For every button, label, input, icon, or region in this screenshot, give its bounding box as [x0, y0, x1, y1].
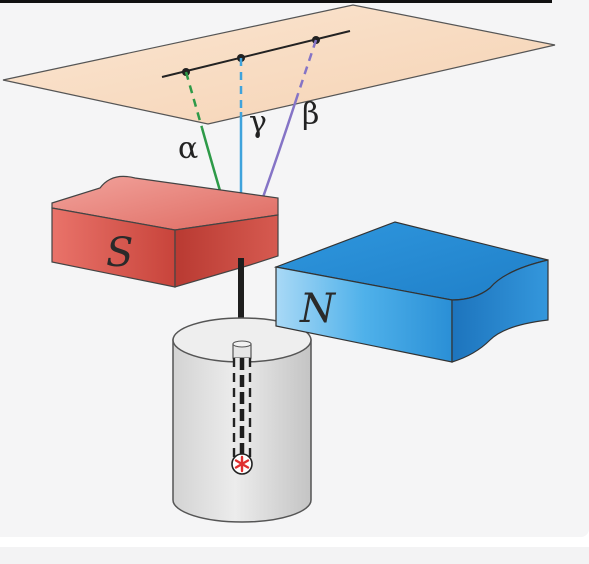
bottom-strip — [0, 547, 589, 564]
radioactive-source-icon — [234, 455, 250, 473]
north-magnet-side — [451, 259, 549, 363]
inner-channel — [234, 358, 250, 458]
alpha-ray-dashed — [184, 71, 204, 129]
north-magnet: N — [273, 221, 549, 363]
gamma-label: γ — [249, 105, 267, 140]
screen-plane — [2, 4, 556, 125]
north-pole-label: N — [299, 286, 337, 332]
beta-label: β — [302, 97, 319, 132]
south-magnet: S — [51, 175, 279, 288]
channel-lip — [232, 340, 252, 348]
radiation-deflection-diagram: α γ β S N — [2, 4, 556, 523]
beta-ray-dashed — [296, 39, 318, 95]
south-magnet-side — [174, 214, 279, 288]
alpha-label: α — [178, 131, 198, 166]
lead-block — [172, 317, 312, 523]
top-divider — [0, 0, 552, 3]
detector-screen — [2, 4, 556, 125]
south-pole-label: S — [106, 230, 133, 276]
